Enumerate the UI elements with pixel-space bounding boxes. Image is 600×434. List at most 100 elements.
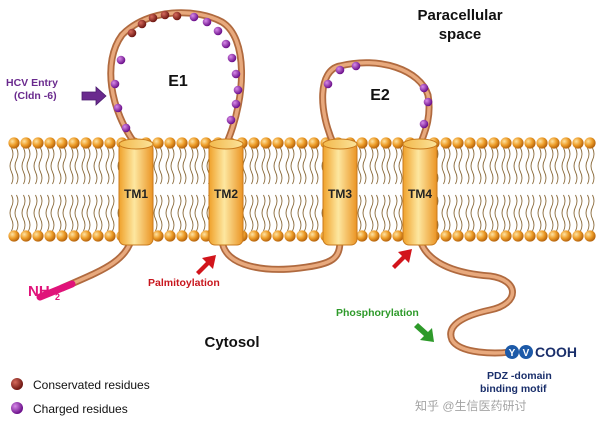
lipid-tail xyxy=(249,147,254,185)
lipid-tail xyxy=(386,147,391,185)
lipid-head xyxy=(164,230,176,242)
lipid-head xyxy=(32,137,44,149)
lipid-tail xyxy=(105,147,110,185)
lipid-head xyxy=(164,137,176,149)
lipid-head xyxy=(548,137,560,149)
residue-beads xyxy=(110,10,433,133)
lipid-tail xyxy=(249,194,254,232)
lipid-head xyxy=(440,230,452,242)
lipid-tail xyxy=(398,194,403,232)
lipid-head xyxy=(68,137,80,149)
e2-label: E2 xyxy=(370,87,390,104)
lipid-tail xyxy=(542,147,547,185)
lipid-head xyxy=(248,230,260,242)
phosphorylation-label: Phosphorylation xyxy=(336,307,419,319)
lipid-head xyxy=(152,230,164,242)
lipid-tail xyxy=(290,147,295,185)
conserved-residue xyxy=(148,13,158,23)
lipid-tail xyxy=(494,147,499,185)
lipid-tail xyxy=(153,147,158,185)
paracellular-label-line1: Paracellular xyxy=(417,7,502,24)
lipid-tail xyxy=(33,194,38,232)
lipid-tail xyxy=(177,147,182,185)
lipid-tail xyxy=(477,194,482,232)
lipid-tail xyxy=(14,147,19,185)
lipid-tail xyxy=(369,147,374,185)
arrow-right-icon xyxy=(81,86,107,106)
lipid-tail xyxy=(441,147,446,185)
pdz-label-line2: binding motif xyxy=(480,383,547,395)
lipid-tail xyxy=(518,147,523,185)
lipid-tail xyxy=(477,147,482,185)
lipid-head xyxy=(272,137,284,149)
lipid-tail xyxy=(501,194,506,232)
lipid-tail xyxy=(81,194,86,232)
lipid-tail xyxy=(38,194,43,232)
lipid-head xyxy=(296,137,308,149)
lipid-head xyxy=(368,230,380,242)
lipid-tail xyxy=(26,147,31,185)
lipid-heads-upper xyxy=(8,137,596,149)
charged-residue xyxy=(226,115,236,125)
lipid-tail xyxy=(57,147,62,185)
lipid-tail xyxy=(254,194,259,232)
lipid-head xyxy=(32,230,44,242)
charged-residue xyxy=(113,103,123,113)
lipid-tail xyxy=(446,194,451,232)
tm1-helix: TM1 xyxy=(118,138,154,246)
lipid-tail xyxy=(513,194,518,232)
lipid-tail xyxy=(38,147,43,185)
lipid-tail xyxy=(465,147,470,185)
lipid-tail xyxy=(489,194,494,232)
lipid-tail xyxy=(561,194,566,232)
charged-residue xyxy=(335,65,345,75)
lipid-tail xyxy=(278,147,283,185)
lipid-head xyxy=(500,137,512,149)
lipid-head xyxy=(584,230,596,242)
lipid-head xyxy=(512,137,524,149)
conserved-legend-label: Conservated residues xyxy=(33,378,150,392)
lipid-tail xyxy=(518,194,523,232)
lipid-head xyxy=(284,137,296,149)
lipid-head xyxy=(44,137,56,149)
lipid-tail xyxy=(189,147,194,185)
lipid-head xyxy=(488,230,500,242)
lipid-tail xyxy=(110,194,115,232)
lipid-head xyxy=(56,230,68,242)
lipid-tail xyxy=(189,194,194,232)
lipid-tail xyxy=(537,194,542,232)
lipid-tail xyxy=(57,194,62,232)
lipid-head xyxy=(464,230,476,242)
lipid-head xyxy=(476,230,488,242)
lipid-tail xyxy=(110,147,115,185)
lipid-head xyxy=(524,137,536,149)
lipid-head xyxy=(296,230,308,242)
lipid-tail xyxy=(290,194,295,232)
charged-residue xyxy=(213,26,223,36)
lipid-tail xyxy=(590,194,595,232)
lipid-tail xyxy=(93,194,98,232)
lipid-head xyxy=(476,137,488,149)
lipid-head xyxy=(200,137,212,149)
tm1-label: TM1 xyxy=(124,187,148,201)
lipid-head xyxy=(92,137,104,149)
lipid-head xyxy=(20,230,32,242)
lipid-tail xyxy=(50,147,55,185)
cooh-label: COOH xyxy=(535,344,577,360)
lipid-head xyxy=(188,230,200,242)
lipid-head xyxy=(260,137,272,149)
lipid-tail xyxy=(525,147,530,185)
palmitoylation-label: Palmitoylation xyxy=(148,277,220,289)
nh2-label: NH xyxy=(28,283,50,300)
lipid-head xyxy=(92,230,104,242)
lipid-head xyxy=(500,230,512,242)
lipid-head xyxy=(68,230,80,242)
lipid-tail xyxy=(314,147,319,185)
lipid-tail xyxy=(441,194,446,232)
lipid-tail xyxy=(494,194,499,232)
lipid-head xyxy=(308,137,320,149)
lipid-tail xyxy=(302,194,307,232)
lipid-head xyxy=(392,137,404,149)
lipid-tail xyxy=(170,147,175,185)
